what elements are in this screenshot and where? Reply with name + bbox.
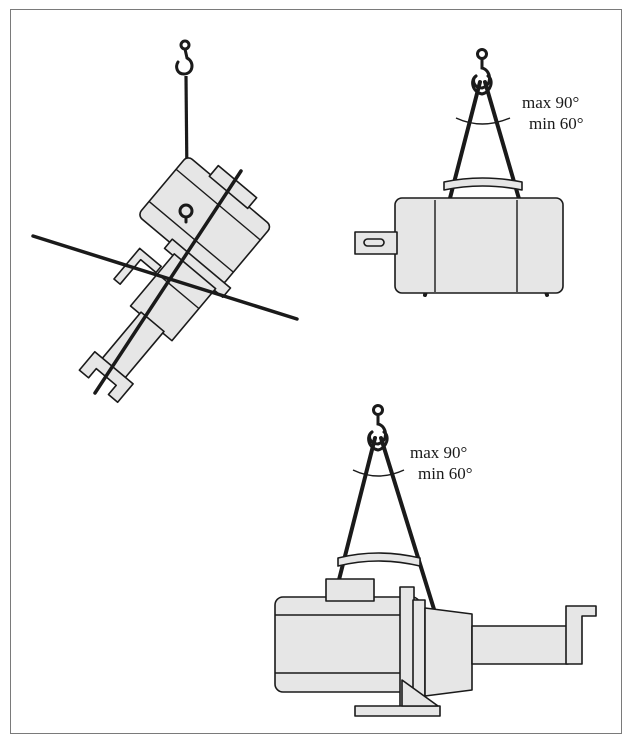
pump-angle-arc — [352, 469, 405, 477]
pump-discharge-head — [565, 605, 597, 665]
motor-crane-hook-icon — [471, 48, 493, 96]
motor-body — [394, 197, 564, 294]
motor-angle-arc — [455, 117, 511, 125]
correct-pump-lifting — [274, 404, 597, 717]
correct-motor-lifting — [354, 48, 564, 297]
pump-base-foot — [354, 705, 441, 717]
pump-angle-min-label: min 60° — [418, 464, 473, 483]
cross-out-x-icon — [31, 169, 299, 395]
pump-angle-max-label: max 90° — [410, 443, 468, 462]
wrong-lifting-method — [31, 39, 299, 404]
crane-hook-icon — [175, 39, 194, 76]
pump-casing — [424, 607, 473, 697]
motor-sling-band — [443, 177, 523, 191]
pump-stem — [471, 625, 569, 665]
pump-terminal-box — [325, 578, 375, 602]
motor-angle-max-label: max 90° — [522, 93, 580, 112]
pump-sling-band — [337, 552, 421, 567]
eyebolt-icon — [178, 203, 194, 224]
tilted-pump-motor — [78, 157, 271, 404]
pump-crane-hook-icon — [367, 404, 389, 452]
pump-motor-body — [274, 596, 421, 693]
motor-angle-min-label: min 60° — [529, 114, 584, 133]
